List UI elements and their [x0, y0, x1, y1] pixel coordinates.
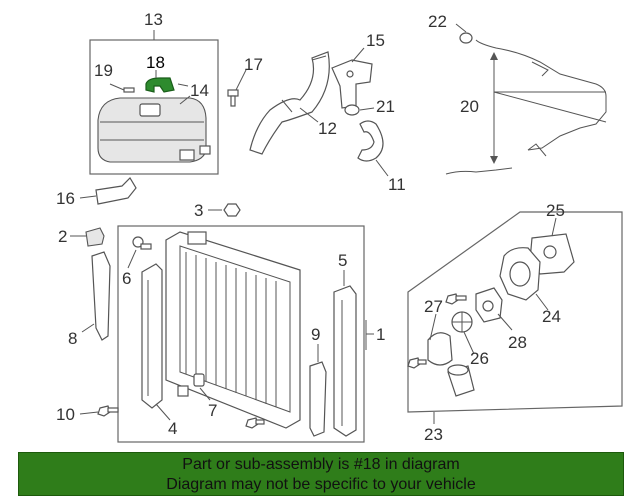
label-21: 21	[376, 97, 395, 116]
label-12: 12	[318, 119, 337, 138]
hose-neck	[447, 364, 475, 397]
bolt-17	[227, 89, 239, 107]
label-2: 2	[58, 227, 67, 246]
pipe-20	[445, 39, 607, 175]
bolt-6	[132, 236, 152, 250]
radiator-group-frame	[117, 225, 365, 443]
label-22: 22	[428, 12, 447, 31]
upper-hose-12	[249, 51, 330, 155]
radiator	[165, 231, 301, 429]
clamp-22	[459, 32, 473, 44]
bracket-15	[331, 59, 373, 109]
label-28: 28	[508, 333, 527, 352]
label-13: 13	[144, 10, 163, 29]
bolt-27	[445, 293, 467, 305]
clamp-21	[344, 104, 360, 116]
banner-line-1: Part or sub-assembly is #18 in diagram	[182, 456, 460, 473]
part-labels: 13 18 19 14 17 12 15 21 11 22 20 16 3 2 …	[56, 10, 565, 444]
label-20: 20	[460, 97, 479, 116]
grommet-7	[193, 373, 205, 387]
bracket-16	[95, 177, 137, 205]
outlet-cover	[427, 332, 453, 366]
thermostat-26	[451, 311, 473, 333]
label-6: 6	[122, 269, 131, 288]
info-banner: Part or sub-assembly is #18 in diagram D…	[18, 452, 624, 496]
air-guide-8	[91, 251, 111, 341]
bolt-lower	[245, 417, 265, 429]
label-7: 7	[208, 401, 217, 420]
label-11: 11	[388, 175, 406, 194]
thermostat-group-frame	[407, 211, 623, 413]
label-9: 9	[311, 325, 320, 344]
label-25: 25	[546, 201, 565, 220]
parts-diagram: 13 18 19 14 17 12 15 21 11 22 20 16 3 2 …	[56, 10, 623, 444]
bolt-thermo-left	[407, 357, 427, 369]
bracket-5	[333, 285, 357, 437]
label-16: 16	[56, 189, 75, 208]
housing-25	[529, 233, 575, 275]
hose-11	[357, 120, 384, 162]
clip-19	[123, 87, 135, 93]
gasket-28	[475, 287, 503, 323]
label-4: 4	[168, 419, 177, 438]
label-3: 3	[194, 201, 203, 220]
bolt-10	[97, 405, 119, 417]
nut-3	[223, 203, 241, 217]
label-10: 10	[56, 405, 75, 424]
label-27: 27	[424, 297, 443, 316]
label-8: 8	[68, 329, 77, 348]
label-24: 24	[542, 307, 561, 326]
label-26: 26	[470, 349, 489, 368]
label-1: 1	[376, 325, 385, 344]
banner-line-2: Diagram may not be specific to your vehi…	[166, 476, 476, 493]
leader-lines	[70, 23, 557, 424]
label-19: 19	[94, 61, 113, 80]
mount-2	[85, 227, 105, 247]
housing-24	[499, 247, 541, 301]
label-14: 14	[190, 81, 209, 100]
label-23: 23	[424, 425, 443, 444]
bracket-4	[141, 263, 163, 409]
label-15: 15	[366, 31, 385, 50]
reservoir-tank	[97, 97, 211, 163]
label-5: 5	[338, 251, 347, 270]
overflow-hose-18	[145, 77, 175, 93]
shroud-9	[309, 361, 327, 437]
label-18: 18	[146, 53, 165, 72]
label-17: 17	[244, 55, 263, 74]
